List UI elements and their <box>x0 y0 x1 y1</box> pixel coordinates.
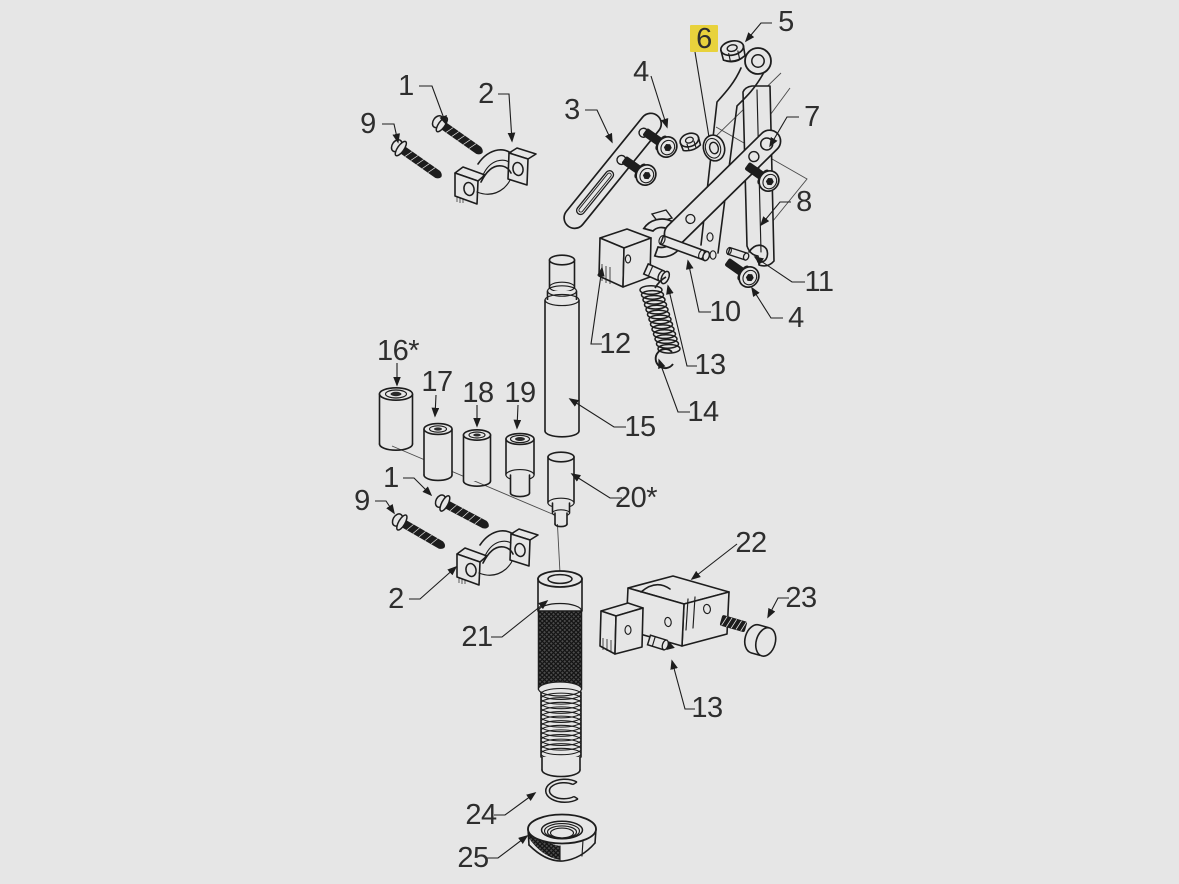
callout-14-label: 14 <box>687 396 719 428</box>
callout-1b-label: 1 <box>383 462 399 494</box>
callout-15-label: 15 <box>624 411 655 443</box>
part-18-bushing <box>462 429 492 487</box>
part-10-cross-pin <box>658 234 711 262</box>
callout-2-label: 2 <box>478 78 494 110</box>
part-23-thumb-screw <box>719 615 777 657</box>
part-21-knurled-shaft <box>537 570 583 778</box>
callout-20-label: 20* <box>615 482 657 514</box>
callout-13b-label: 13 <box>691 692 722 724</box>
part-13-spring-anchor-pin <box>642 262 671 285</box>
callout-5-label: 5 <box>778 6 794 38</box>
callout-9-label: 9 <box>360 108 376 140</box>
callout-24-label: 24 <box>465 799 497 831</box>
callout-2b-label: 2 <box>388 583 404 615</box>
part-9-button-screw <box>388 509 450 556</box>
callout-11-label: 11 <box>804 266 833 298</box>
callout-23-label: 23 <box>785 582 816 614</box>
part-24-snap-ring <box>545 778 579 804</box>
part-3-slotted-arm <box>563 112 663 230</box>
part-14-extension-spring <box>639 276 681 370</box>
part-17-bushing <box>423 422 453 482</box>
callout-16-label: 16* <box>377 335 419 367</box>
strap-link <box>700 47 772 260</box>
part-13-spring-anchor-pin <box>646 634 675 651</box>
part-1-button-screw <box>431 490 494 535</box>
leader-lines <box>375 22 805 859</box>
callout-17-label: 17 <box>421 366 452 398</box>
callout-22-label: 22 <box>735 527 766 559</box>
callout-10-label: 10 <box>709 296 740 328</box>
part-16-bushing <box>378 387 414 451</box>
callout-4b-label: 4 <box>788 302 804 334</box>
callout-19-label: 19 <box>504 377 535 409</box>
part-2-saddle-clamp <box>456 528 539 586</box>
part-15-guide-tube <box>544 254 580 438</box>
part-25-knurled-nut <box>527 813 597 862</box>
callout-18-label: 18 <box>462 377 493 409</box>
part-22-clamp-block <box>599 575 730 655</box>
callout-3-label: 3 <box>564 94 580 126</box>
hex-nut-icon <box>679 132 702 152</box>
callout-6-highlight <box>690 25 718 52</box>
callout-1-label: 1 <box>398 70 414 102</box>
part-20-stepped-pin <box>547 451 575 528</box>
part-9-button-screw <box>387 135 447 185</box>
part-2-saddle-clamp <box>454 147 537 205</box>
part-12-pivot-block <box>598 228 652 288</box>
callout-9b-label: 9 <box>354 485 370 517</box>
callout-4-label: 4 <box>633 56 649 88</box>
callout-7-label: 7 <box>804 101 820 133</box>
part-6-washer <box>702 134 726 162</box>
part-19-bushing-stepped <box>505 432 535 498</box>
callout-25-label: 25 <box>457 842 488 874</box>
part-1-button-screw <box>428 111 488 161</box>
callout-21-label: 21 <box>461 621 492 653</box>
callout-12-label: 12 <box>599 328 630 360</box>
callout-labels: 1 2 9 3 4 6 5 7 8 11 4 10 12 13 14 15 16… <box>354 6 834 874</box>
callout-6-label: 6 <box>696 23 712 55</box>
callout-13-label: 13 <box>694 349 725 381</box>
part-5-flange-nut <box>719 39 746 63</box>
callout-8-label: 8 <box>796 186 812 218</box>
